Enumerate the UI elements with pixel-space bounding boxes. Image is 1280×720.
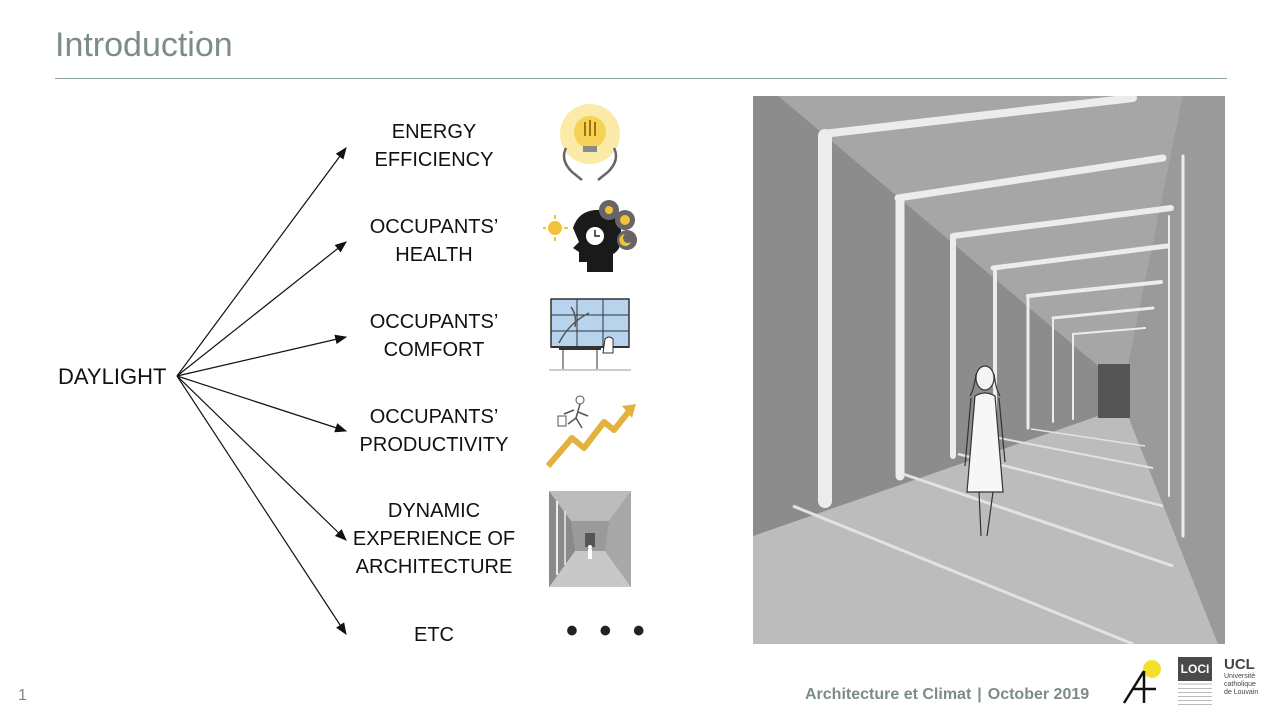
arrow-energy	[176, 147, 347, 377]
title-divider	[55, 78, 1227, 79]
label-etc: ETC	[414, 624, 454, 646]
loci-logo: LOCI	[1178, 657, 1212, 705]
label-occupants-comfort: OCCUPANTS’ COMFORT	[369, 311, 499, 361]
footer-separator: |	[977, 686, 982, 703]
daylight-label: DAYLIGHT	[58, 364, 167, 389]
arrow-experience	[176, 375, 347, 541]
label-energy-efficiency: ENERGY EFFICIENCY	[374, 121, 494, 171]
label-occupants-health: OCCUPANTS’ HEALTH	[369, 216, 499, 266]
arrow-health	[176, 241, 347, 377]
label-dynamic-experience: DYNAMIC EXPERIENCE OF ARCHITECTURE	[352, 500, 516, 578]
architecture-climat-logo	[1118, 657, 1166, 705]
walking-woman	[964, 365, 1006, 537]
ucl-logo: UCL Université catholique de Louvain	[1224, 657, 1268, 705]
corridor-illustration	[753, 96, 1225, 644]
loci-subtext	[1178, 683, 1212, 705]
loci-mark: LOCI	[1178, 657, 1212, 681]
arrow-comfort	[176, 334, 348, 377]
footer-date: October 2019	[987, 686, 1090, 703]
head-clock-icon	[543, 200, 637, 272]
growth-arrow-icon	[545, 395, 636, 468]
page-number: 1	[18, 687, 27, 704]
ucl-mark: UCL	[1224, 656, 1255, 673]
arrow-etc	[176, 375, 347, 636]
label-occupants-productivity: OCCUPANTS’ PRODUCTIVITY	[359, 406, 509, 456]
arrow-productivity	[176, 375, 348, 433]
footer-course: Architecture et Climat	[805, 686, 972, 703]
ellipsis-dots: • • •	[566, 612, 651, 650]
slide-title: Introduction	[55, 26, 233, 64]
corridor-thumbnail-icon	[549, 491, 631, 587]
office-window-icon	[549, 298, 631, 371]
ucl-subtext: Université catholique de Louvain	[1224, 673, 1259, 696]
lightbulb-hands-icon	[560, 104, 620, 181]
footer-course-date: Architecture et Climat | October 2019	[805, 686, 1089, 704]
